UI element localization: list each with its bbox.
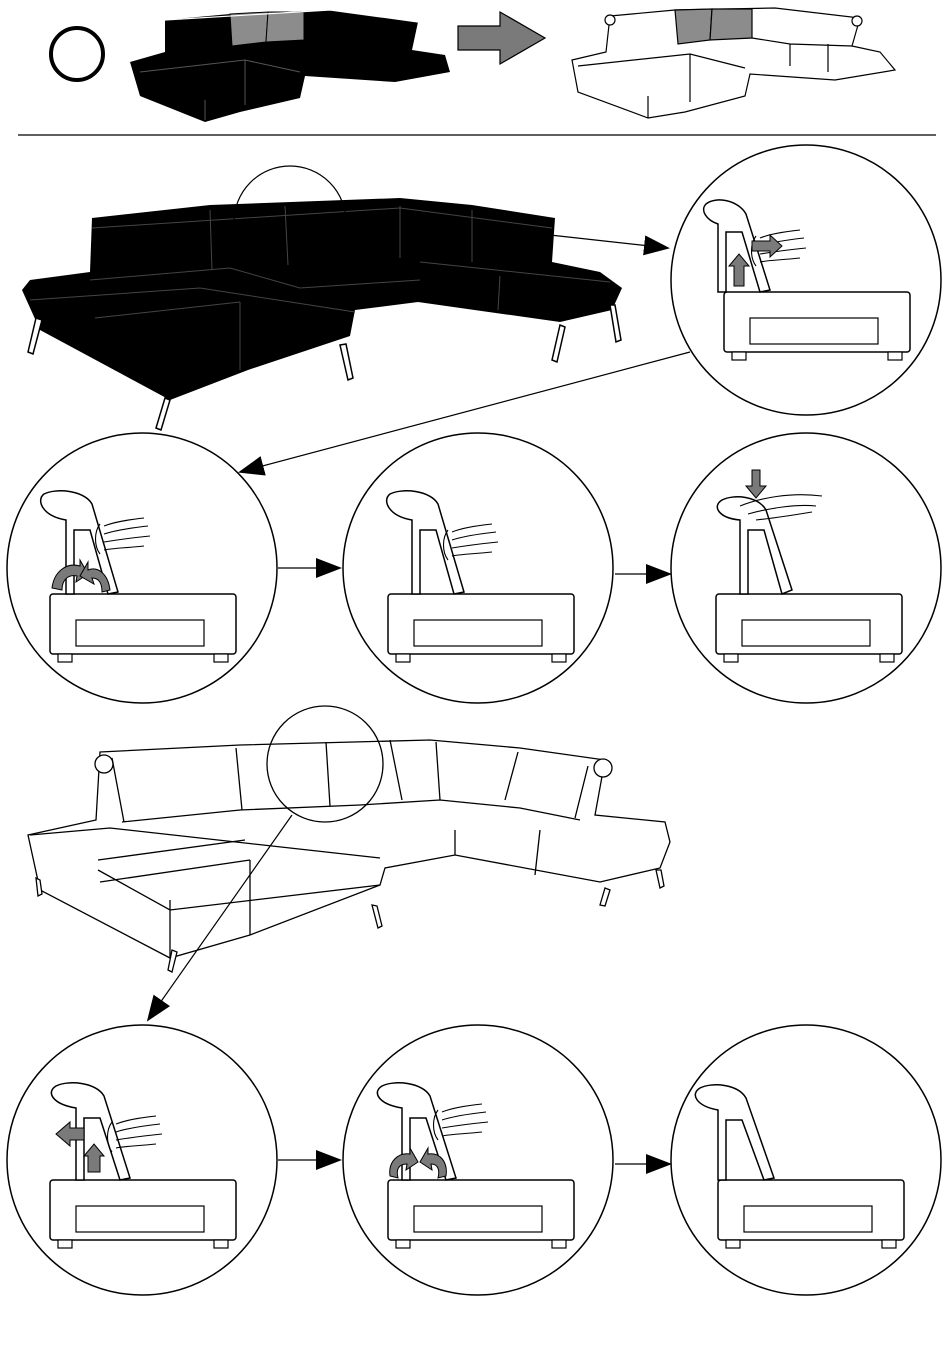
sofa-dark-large <box>22 166 622 430</box>
step-lift-and-pull <box>671 145 941 415</box>
header-row <box>51 8 895 122</box>
step-rotate-back <box>7 433 277 703</box>
right-arrow-icon <box>458 12 545 64</box>
sofa-outline-thumbnail <box>572 8 895 118</box>
sofa-dark-thumbnail <box>130 10 450 122</box>
circle-icon <box>51 28 103 80</box>
callout-connector <box>550 235 668 248</box>
step-pull-and-lift <box>7 1025 277 1295</box>
step-folded <box>671 1025 941 1295</box>
step-press-down <box>671 433 941 703</box>
sofa-outline-large <box>28 706 670 972</box>
step-rotate-forward <box>343 1025 613 1295</box>
step-release <box>343 433 613 703</box>
